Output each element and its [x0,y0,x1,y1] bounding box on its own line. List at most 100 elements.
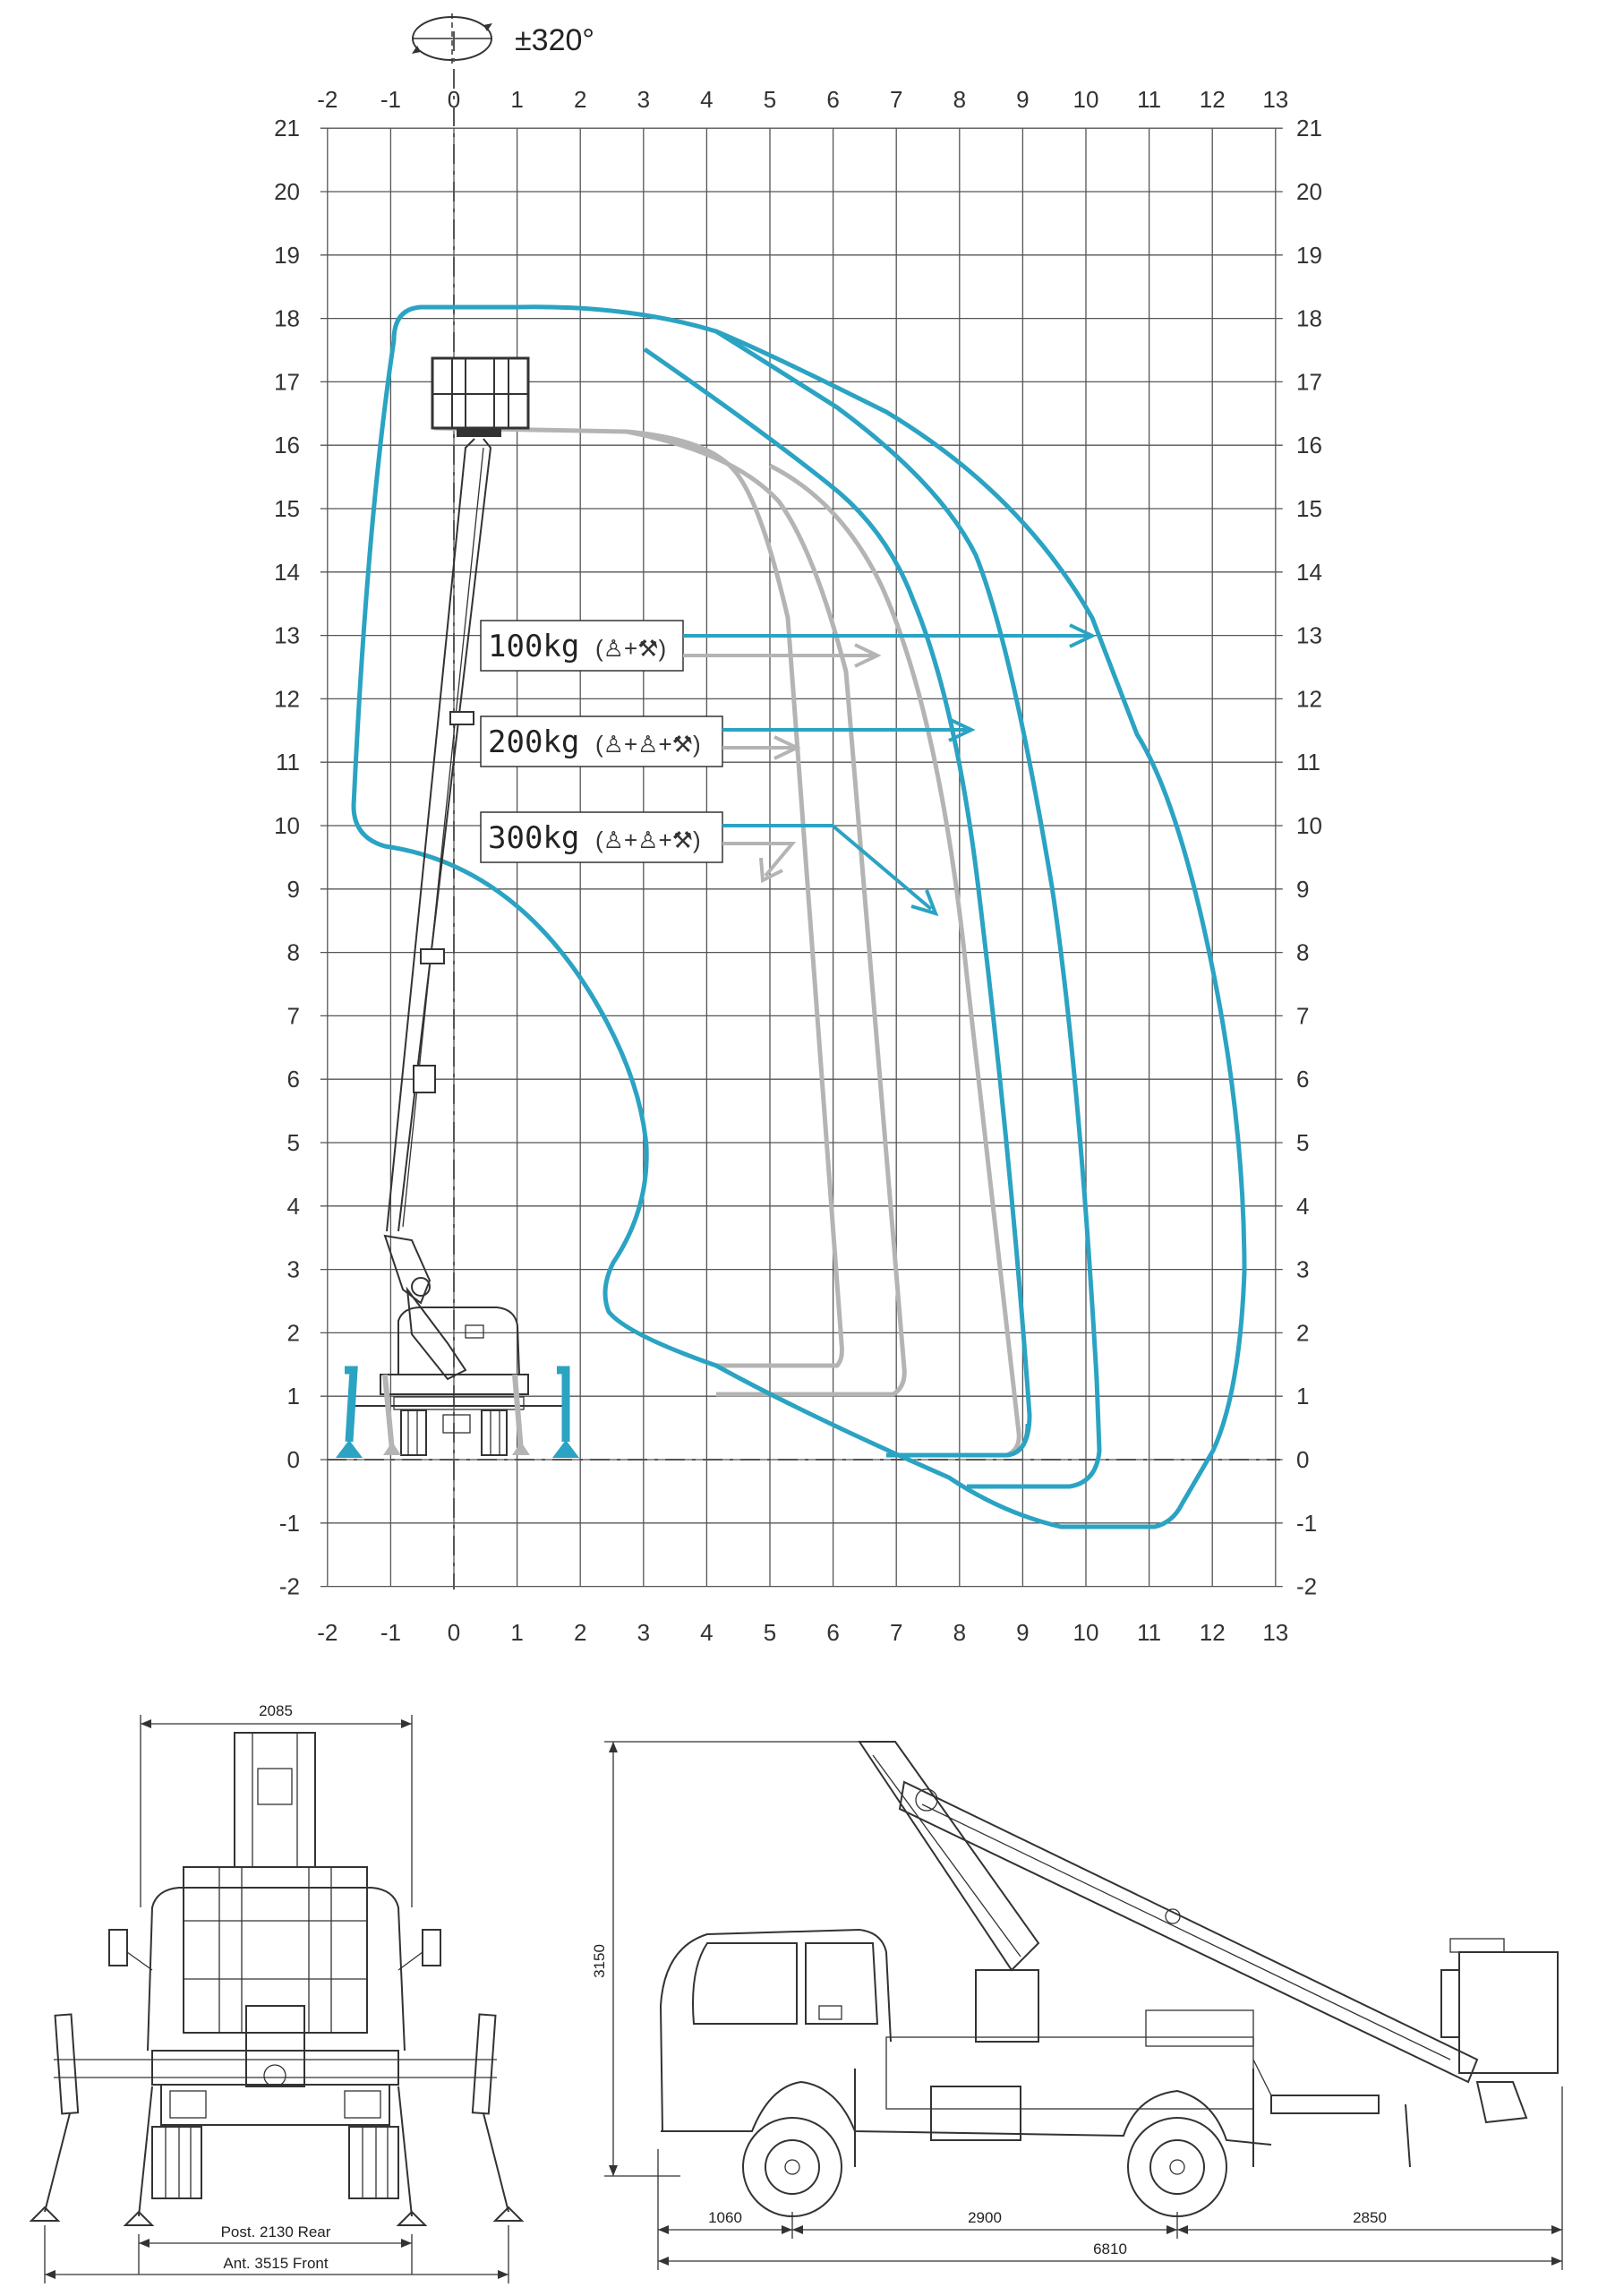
y-tick-label-right: 21 [1296,115,1322,141]
y-tick-label-right: -2 [1296,1573,1317,1600]
dim-post-rear: Post. 2130 Rear [221,2223,331,2240]
x-tick-label-bottom: 13 [1262,1619,1288,1646]
x-tick-label-top: 5 [764,86,776,113]
load-label-100kg: 100kg (♙+⚒) [480,620,1097,672]
x-tick-label-bottom: 4 [700,1619,713,1646]
y-tick-label-left: 7 [287,1002,300,1029]
y-tick-label-left: 6 [287,1066,300,1092]
envelope-grey-outer [768,463,1021,1458]
x-tick-label-bottom: 9 [1016,1619,1029,1646]
y-tick-label-left: 2 [287,1319,300,1346]
y-tick-label-left: 19 [274,242,300,269]
x-tick-label-bottom: -1 [380,1619,401,1646]
dim-rear-width: 2085 [259,1702,293,1719]
side-view-drawing: 3150 [591,1741,1563,2270]
truck-rear-view-in-chart [336,1306,579,1458]
dim-ant-front: Ant. 3515 Front [223,2255,328,2272]
x-tick-label-bottom: 6 [826,1619,839,1646]
y-tick-label-left: 9 [287,876,300,903]
y-tick-label-left: 11 [276,749,300,775]
arrow-blue-line [722,824,933,911]
x-tick-label-bottom: -2 [317,1619,338,1646]
x-tick-label-top: 6 [826,86,839,113]
y-tick-label-right: 11 [1296,749,1320,775]
x-tick-label-top: 8 [953,86,966,113]
load-label-200kg: 200kg (♙+♙+⚒) [480,715,976,767]
y-tick-label-right: 13 [1296,622,1322,649]
rotation-label: ±320° [515,23,594,57]
envelope-blue-base [886,1423,1030,1458]
label-box [480,715,723,767]
arrow-grey-head-icon [854,643,882,668]
dim-height: 3150 [591,1944,608,1978]
x-tick-label-top: 13 [1262,86,1288,113]
y-tick-label-right: 16 [1296,432,1322,458]
y-tick-label-left: 21 [274,115,300,141]
reduced-working-envelopes [433,425,1021,1458]
outrigger-left [345,1366,358,1443]
label-box [480,811,723,863]
x-tick-label-top: 1 [510,86,523,113]
arrow-blue-head-icon [1069,623,1097,648]
y-tick-label-right: 15 [1296,495,1322,522]
arrow-grey-head-icon [759,857,783,884]
envelope-grey-middle [626,429,907,1397]
x-tick-label-top: 3 [637,86,650,113]
chart-ticks: -2-2-1-100112233445566778899101011111212… [274,86,1322,1646]
x-tick-label-bottom: 10 [1073,1619,1099,1646]
y-tick-label-right: 7 [1296,1002,1309,1029]
label-box [480,620,684,672]
dim-wheelbase: 2900 [968,2209,1002,2226]
y-tick-label-right: 9 [1296,876,1309,903]
arrow-grey-head-icon [773,735,801,760]
x-tick-label-top: 7 [890,86,902,113]
y-tick-label-left: 8 [287,939,300,966]
y-tick-label-left: 4 [287,1193,300,1220]
y-tick-label-right: 6 [1296,1066,1309,1092]
y-tick-label-right: 4 [1296,1193,1309,1220]
x-tick-label-bottom: 0 [448,1619,460,1646]
x-tick-label-bottom: 5 [764,1619,776,1646]
y-tick-label-right: 0 [1296,1446,1309,1473]
outrigger-right [557,1366,570,1442]
rear-view-drawing: 2085 [29,1702,525,2283]
x-tick-label-bottom: 1 [510,1619,523,1646]
y-tick-label-right: 2 [1296,1319,1309,1346]
x-tick-label-bottom: 12 [1200,1619,1226,1646]
load-label-300kg: 300kg (♙+♙+⚒) [480,811,939,917]
y-tick-label-left: 20 [274,178,300,205]
person-person-tool-icon: (♙+♙+⚒) [595,731,701,758]
y-tick-label-left: 14 [274,559,300,586]
x-tick-label-bottom: 3 [637,1619,650,1646]
y-tick-label-left: 16 [274,432,300,458]
x-tick-label-top: -1 [380,86,401,113]
y-tick-label-right: 18 [1296,305,1322,332]
y-tick-label-right: 8 [1296,939,1309,966]
rotation-arrow-icon [412,46,421,54]
y-tick-label-right: 3 [1296,1256,1309,1283]
envelope-blue-third [714,329,1102,1489]
rotation-arrow-icon [483,23,492,31]
y-tick-label-right: 20 [1296,178,1322,205]
rotation-indicator: ±320° [412,13,594,64]
y-tick-label-left: 12 [274,685,300,712]
load-label-text: 100kg [488,629,579,664]
x-tick-label-top: 11 [1137,86,1161,113]
y-tick-label-left: -1 [279,1510,300,1537]
x-tick-label-top: 2 [574,86,586,113]
envelope-blue-outer [351,304,1247,1529]
arrow-grey-line [722,842,797,878]
y-tick-label-left: 3 [287,1256,300,1283]
person-tool-icon: (♙+⚒) [595,635,666,662]
y-tick-label-left: 18 [274,305,300,332]
envelope-grey-inner [433,425,844,1368]
y-tick-label-left: 10 [274,812,300,839]
person-person-tool-icon: (♙+♙+⚒) [595,827,701,853]
x-tick-label-top: 9 [1016,86,1029,113]
dim-front-overhang: 1060 [708,2209,742,2226]
y-tick-label-right: 10 [1296,812,1322,839]
y-tick-label-right: 12 [1296,685,1322,712]
aerial-platform-boom [383,356,530,1381]
